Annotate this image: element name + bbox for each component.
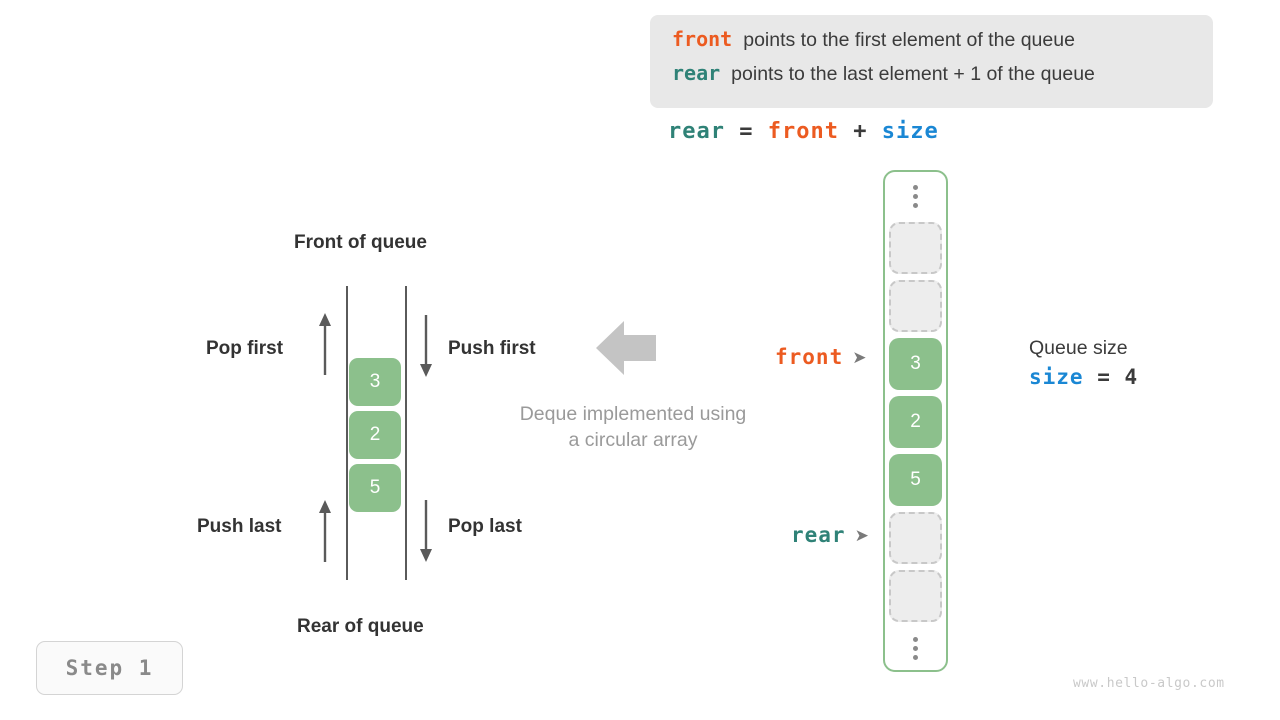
legend-line-front: front points to the first element of the… (672, 27, 1191, 61)
step-badge: Step 1 (36, 641, 183, 695)
left-block-arrow-icon (596, 321, 656, 375)
push-first-arrow-icon (420, 315, 432, 377)
queue-size-var: size (1029, 365, 1084, 389)
rear-pointer-arrowhead-icon: ➤ (854, 525, 870, 545)
formula-plus: + (853, 119, 868, 144)
deque-caption: Deque implemented using a circular array (492, 401, 774, 453)
circular-array-container (883, 170, 948, 672)
array-slot-ellipsis-bottom (889, 628, 942, 668)
deque-right-rail (405, 286, 407, 580)
array-slot-empty (889, 512, 942, 564)
vertical-ellipsis-icon (913, 636, 918, 660)
formula-rear-equals-front-plus-size: rear = front + size (668, 119, 939, 144)
front-keyword: front (672, 27, 733, 51)
deque-caption-line1: Deque implemented using (519, 403, 747, 425)
front-pointer-arrowhead-icon: ➤ (852, 347, 868, 367)
array-slot-ellipsis-top (889, 176, 942, 216)
queue-size-equals: = (1097, 365, 1111, 389)
rear-description: points to the last element + 1 of the qu… (731, 63, 1095, 85)
queue-size-value: 4 (1124, 365, 1139, 389)
circular-array-slots: 3 2 5 (889, 176, 942, 674)
pop-first-label: Pop first (206, 338, 284, 359)
array-slot-empty (889, 222, 942, 274)
array-slot-filled: 3 (889, 338, 942, 390)
formula-rear: rear (668, 119, 725, 144)
array-slot-empty (889, 570, 942, 622)
push-last-label: Push last (197, 516, 282, 537)
deque-cell: 5 (349, 464, 401, 512)
queue-size-block: Queue size size = 4 (1029, 334, 1138, 392)
formula-size: size (881, 119, 939, 144)
array-slot-filled: 2 (889, 396, 942, 448)
push-last-arrow-icon (319, 500, 331, 562)
front-of-queue-label: Front of queue (294, 232, 427, 253)
pop-last-label: Pop last (448, 516, 522, 537)
array-slot-filled: 5 (889, 454, 942, 506)
deque-cell: 3 (349, 358, 401, 406)
queue-size-title: Queue size (1029, 337, 1128, 359)
queue-size-expression: size = 4 (1029, 362, 1138, 392)
rear-pointer-label: rear (791, 523, 846, 547)
legend-box: front points to the first element of the… (650, 15, 1213, 108)
push-first-label: Push first (448, 338, 536, 359)
front-pointer: front ➤ (775, 345, 867, 369)
watermark: www.hello-algo.com (1073, 676, 1225, 691)
deque-caption-line2: a circular array (568, 429, 698, 451)
rear-keyword: rear (672, 61, 721, 85)
deque-cell: 2 (349, 411, 401, 459)
rear-of-queue-label: Rear of queue (297, 616, 424, 637)
vertical-ellipsis-icon (913, 184, 918, 208)
pop-last-arrow-icon (420, 500, 432, 562)
formula-equals: = (739, 119, 754, 144)
legend-line-rear: rear points to the last element + 1 of t… (672, 61, 1191, 95)
front-description: points to the first element of the queue (743, 29, 1075, 51)
formula-front: front (767, 119, 839, 144)
deque-left-rail (346, 286, 348, 580)
pop-first-arrow-icon (319, 313, 331, 375)
rear-pointer: rear ➤ (791, 523, 870, 547)
array-slot-empty (889, 280, 942, 332)
front-pointer-label: front (775, 345, 844, 369)
deque-cell-stack: 3 2 5 (349, 358, 401, 517)
